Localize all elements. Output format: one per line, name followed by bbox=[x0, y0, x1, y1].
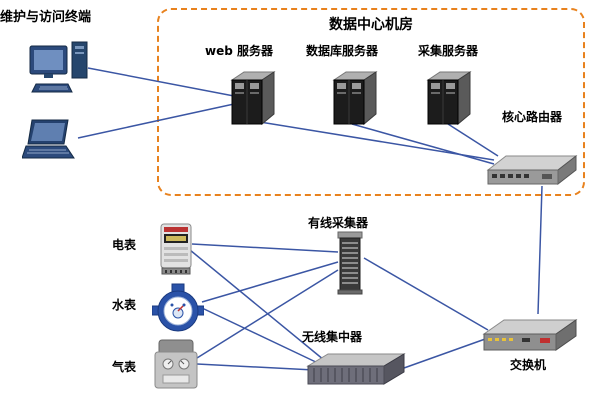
line-electric-wireless bbox=[189, 249, 325, 361]
water-meter-icon bbox=[151, 282, 205, 338]
line-electric-wired bbox=[191, 243, 339, 253]
line-laptop-webserver bbox=[77, 103, 235, 139]
line-gas-wireless bbox=[196, 363, 315, 371]
terminal-label: 维护与访问终端 bbox=[0, 10, 92, 25]
collection-server-icon bbox=[424, 68, 474, 130]
line-dbserver-router bbox=[351, 123, 495, 165]
wireless-concentrator-icon bbox=[306, 350, 406, 394]
water-meter-label: 水表 bbox=[112, 298, 137, 312]
collection-server-label: 采集服务器 bbox=[418, 44, 479, 58]
wired-collector-icon bbox=[333, 230, 367, 300]
datacenter-title: 数据中心机房 bbox=[329, 17, 413, 33]
web-server-icon bbox=[228, 68, 278, 130]
datacenter-boundary bbox=[157, 8, 585, 196]
wireless-concentrator-label: 无线集中器 bbox=[302, 330, 363, 344]
line-water-wired bbox=[201, 261, 339, 303]
electric-meter-label: 电表 bbox=[112, 238, 137, 252]
line-water-wireless bbox=[201, 307, 321, 365]
database-server-label: 数据库服务器 bbox=[306, 44, 379, 58]
line-desktop-webserver bbox=[87, 67, 235, 97]
switch-label: 交换机 bbox=[510, 358, 547, 372]
desktop-computer-icon bbox=[28, 40, 92, 104]
electric-meter-icon bbox=[158, 222, 194, 280]
line-gas-wired bbox=[196, 269, 339, 359]
database-server-icon bbox=[330, 68, 380, 130]
core-router-icon bbox=[486, 144, 578, 194]
core-router-label: 核心路由器 bbox=[502, 110, 563, 124]
line-router-switch bbox=[537, 185, 543, 315]
line-wired-switch bbox=[363, 257, 489, 331]
switch-icon bbox=[482, 308, 578, 360]
gas-meter-icon bbox=[153, 338, 199, 396]
wired-collector-label: 有线采集器 bbox=[308, 216, 369, 230]
gas-meter-label: 气表 bbox=[112, 360, 137, 374]
line-collectserver-router bbox=[447, 123, 499, 157]
laptop-icon bbox=[21, 118, 78, 168]
line-wireless-switch bbox=[403, 337, 489, 369]
web-server-label: web 服务器 bbox=[205, 44, 273, 58]
